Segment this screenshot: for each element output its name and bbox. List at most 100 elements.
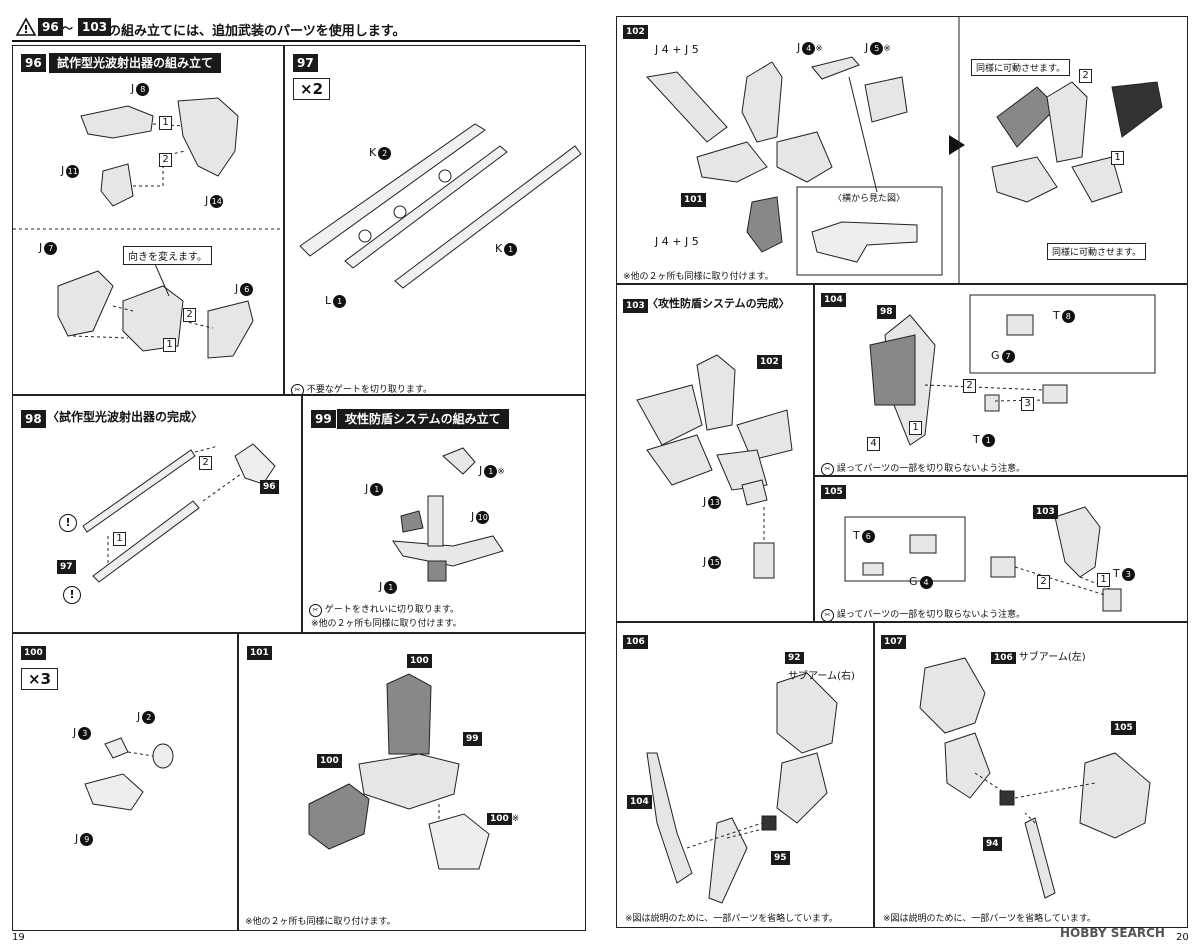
callout-turn-around: 向きを変えます。 (123, 246, 212, 265)
svg-text:!: ! (23, 23, 28, 36)
step-105-number: 105 (821, 485, 846, 499)
step-96-illustration (13, 97, 285, 359)
step-101-number: 101 (247, 646, 272, 660)
step-105-illustration (844, 506, 1122, 612)
step-103-title: 〈攻性防盾システムの完成〉 (647, 297, 790, 310)
step-103-illustration (636, 354, 793, 579)
step-106-panel: 106 92サブアーム(右) 104 95 ※図は説明のために、一部パーツを省略… (616, 622, 874, 928)
side-view-label: 〈横から見た図〉 (833, 194, 906, 204)
repeat-note: ※他の２ヶ所も同様に取り付けます。 (311, 619, 462, 629)
ref-100-left: 100 (317, 754, 342, 768)
step-96-title: 試作型光波射出器の組み立て (49, 53, 222, 73)
step-marker-1: 1 (159, 116, 172, 130)
ref-104: 104 (627, 795, 652, 809)
header-tilde: 〜 (62, 22, 73, 35)
header-text: の組み立てには、追加武装のパーツを使用します。 (108, 24, 406, 39)
step-107-number: 107 (881, 635, 906, 649)
ref-105: 105 (1111, 721, 1136, 735)
callout-move-same-2: 同様に可動させます。 (1047, 243, 1147, 260)
ref-103: 103 (1033, 505, 1058, 519)
omit-note: ※図は説明のために、一部パーツを省略しています。 (883, 914, 1096, 924)
step-marker-1b: 1 (163, 338, 176, 352)
header-step-to: 103 (78, 18, 112, 36)
step-103-number: 103 (623, 299, 648, 313)
step-98-panel: 98 〈試作型光波射出器の完成〉 96 97 2 1 ! ! (12, 395, 302, 633)
ref-102: 102 (757, 355, 782, 369)
ref-101: 101 (681, 193, 706, 207)
ref-95: 95 (771, 851, 790, 865)
step-97-illustration (299, 123, 582, 289)
repeat-note: ※他の２ヶ所も同様に取り付けます。 (245, 917, 396, 927)
step-107-illustration (919, 657, 1151, 899)
step-97-multiplier: ×2 (293, 78, 331, 100)
step-102-illustration (646, 17, 1163, 285)
callout-move-same-1: 同様に可動させます。 (971, 59, 1071, 76)
step-marker-4: 4 (867, 437, 880, 451)
step-100-illustration (84, 737, 174, 811)
page-number-left: 19 (12, 932, 25, 943)
watermark: HOBBY SEARCH (1060, 926, 1165, 940)
step-99-number: 99 (311, 410, 336, 428)
header-step-from: 96 (38, 18, 63, 36)
step-104-illustration (869, 294, 1156, 446)
omit-note: ※図は説明のために、一部パーツを省略しています。 (625, 914, 838, 924)
gate-clean-note: ✂ ゲートをきれいに切り取ります。 (309, 602, 459, 617)
step-102-number: 102 (623, 25, 648, 39)
step-97-number: 97 (293, 54, 318, 72)
step-marker-2: 2 (199, 456, 212, 470)
ref-94: 94 (983, 837, 1002, 851)
step-99-illustration (392, 447, 504, 582)
step-100-multiplier: ×3 (21, 668, 59, 690)
step-98-title: 〈試作型光波射出器の完成〉 (47, 410, 204, 424)
caution-nipper-icon: ✂ (821, 609, 834, 622)
ref-100-right: 100※ (487, 806, 519, 825)
part-j4-j5-top: J 4 + J 5 (655, 43, 699, 56)
step-marker-2b: 2 (183, 308, 196, 322)
step-marker-2: 2 (159, 153, 172, 167)
ref-97: 97 (57, 560, 76, 574)
ref-96: 96 (260, 480, 279, 494)
ref-92: 92サブアーム(右) (785, 645, 873, 683)
caution-icon: ! (59, 514, 77, 532)
step-marker-1: 1 (113, 532, 126, 546)
ref-100-top: 100 (407, 654, 432, 668)
step-101-illustration (308, 673, 490, 870)
step-marker-1: 1 (909, 421, 922, 435)
step-96-number: 96 (21, 54, 46, 72)
step-marker-1: 1 (1111, 151, 1124, 165)
step-106-number: 106 (623, 635, 648, 649)
step-104-number: 104 (821, 293, 846, 307)
step-106-illustration (646, 672, 838, 904)
caution-nipper-icon: ✂ (821, 463, 834, 476)
caution-icon-2: ! (63, 586, 81, 604)
